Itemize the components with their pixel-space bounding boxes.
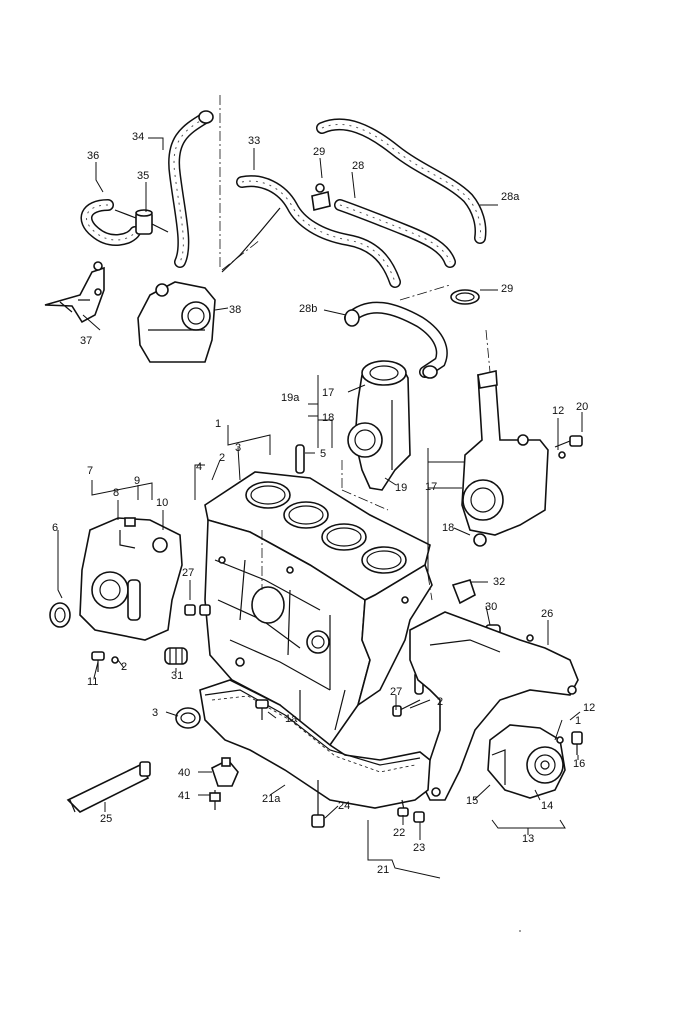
- label-22: 22: [393, 827, 405, 839]
- label-21: 21: [377, 864, 389, 876]
- bolt-16: [556, 731, 583, 755]
- seal-3-front: [251, 586, 285, 624]
- clamp-29-upper: [311, 183, 331, 211]
- label-18-right: 18: [442, 522, 454, 534]
- label-13: 13: [522, 833, 534, 845]
- label-36: 36: [87, 150, 99, 162]
- bolt-2-right: [392, 699, 421, 717]
- hose-33: [221, 175, 401, 288]
- pump-housing-right: [461, 370, 549, 547]
- label-28b: 28b: [299, 303, 317, 315]
- hose-34: [168, 110, 214, 268]
- label-23: 23: [413, 842, 425, 854]
- label-5: 5: [320, 448, 326, 460]
- label-1-block: 1: [215, 418, 221, 430]
- label-40: 40: [178, 767, 190, 779]
- housing-38: [137, 281, 216, 363]
- part-31: [164, 647, 188, 665]
- label-32: 32: [493, 576, 505, 588]
- label-14: 14: [541, 800, 553, 812]
- pipe-28b: [344, 301, 448, 379]
- valve-35: [114, 209, 169, 235]
- seal-3-lower: [175, 707, 201, 729]
- label-24: 24: [338, 800, 350, 812]
- label-1a: 1a: [285, 713, 298, 725]
- label-29-lower: 29: [501, 283, 513, 295]
- label-27-right: 27: [390, 686, 402, 698]
- clamp-29-lower: [450, 289, 480, 305]
- hose-28a: [316, 118, 487, 244]
- bolt-20: [554, 435, 583, 459]
- label-20: 20: [576, 401, 588, 413]
- label-6: 6: [52, 522, 58, 534]
- engine-block-1: [204, 471, 433, 754]
- label-9: 9: [134, 475, 140, 487]
- label-33: 33: [248, 135, 260, 147]
- label-41: 41: [178, 790, 190, 802]
- oil-pan-21: [199, 679, 431, 809]
- coolant-flange-19: [347, 360, 411, 491]
- label-17-right: 17: [425, 481, 437, 493]
- label-11: 11: [87, 676, 98, 688]
- label-27-left: 27: [182, 567, 194, 579]
- centre-lines: [219, 95, 521, 932]
- cover-7: [79, 517, 183, 641]
- label-15: 15: [466, 795, 478, 807]
- oil-pump-13: [487, 724, 566, 799]
- label-3-lower: 3: [152, 707, 158, 719]
- label-31: 31: [171, 670, 183, 682]
- label-12-lower: 12: [583, 702, 595, 714]
- cover-26: [409, 611, 579, 801]
- label-1-lower: 1: [575, 715, 581, 727]
- label-34: 34: [132, 131, 144, 143]
- dowel-5: [295, 444, 305, 474]
- label-2-right: 2: [437, 696, 443, 708]
- label-12-upper: 12: [552, 405, 564, 417]
- label-8: 8: [113, 487, 119, 499]
- label-38: 38: [229, 304, 241, 316]
- plug-32: [451, 579, 476, 605]
- label-30: 30: [485, 601, 497, 613]
- label-2-top: 2: [219, 452, 225, 464]
- seal-6: [49, 602, 71, 628]
- label-21a: 21a: [262, 793, 281, 805]
- label-16: 16: [573, 758, 585, 770]
- label-28a: 28a: [501, 191, 520, 203]
- label-18-upper: 18: [322, 412, 334, 424]
- bolt-1a: [255, 699, 269, 720]
- label-25: 25: [100, 813, 112, 825]
- bracket-37: [44, 261, 105, 324]
- label-26: 26: [541, 608, 553, 620]
- label-2-left: 2: [121, 661, 127, 673]
- bolt-24: [311, 780, 325, 828]
- leader-lines: [57, 137, 583, 879]
- label-4: 4: [196, 461, 202, 473]
- plug-23: [413, 811, 425, 823]
- hose-28: [334, 199, 456, 268]
- label-28: 28: [352, 160, 364, 172]
- sensor-40: [209, 757, 239, 810]
- label-3-top: 3: [235, 442, 241, 454]
- label-35: 35: [137, 170, 149, 182]
- label-10: 10: [156, 497, 168, 509]
- callout-labels: 34 36 35 37 38 33 29 28 28a 29 28b 17 19…: [52, 131, 595, 876]
- label-19a: 19a: [281, 392, 300, 404]
- label-29-upper: 29: [313, 146, 325, 158]
- label-17-upper: 17: [322, 387, 334, 399]
- sealant-tube-25: [66, 761, 151, 813]
- label-19: 19: [395, 482, 407, 494]
- hose-36: [80, 199, 141, 246]
- sleeve-27-left: [184, 604, 211, 616]
- label-37: 37: [80, 335, 92, 347]
- label-7: 7: [87, 465, 93, 477]
